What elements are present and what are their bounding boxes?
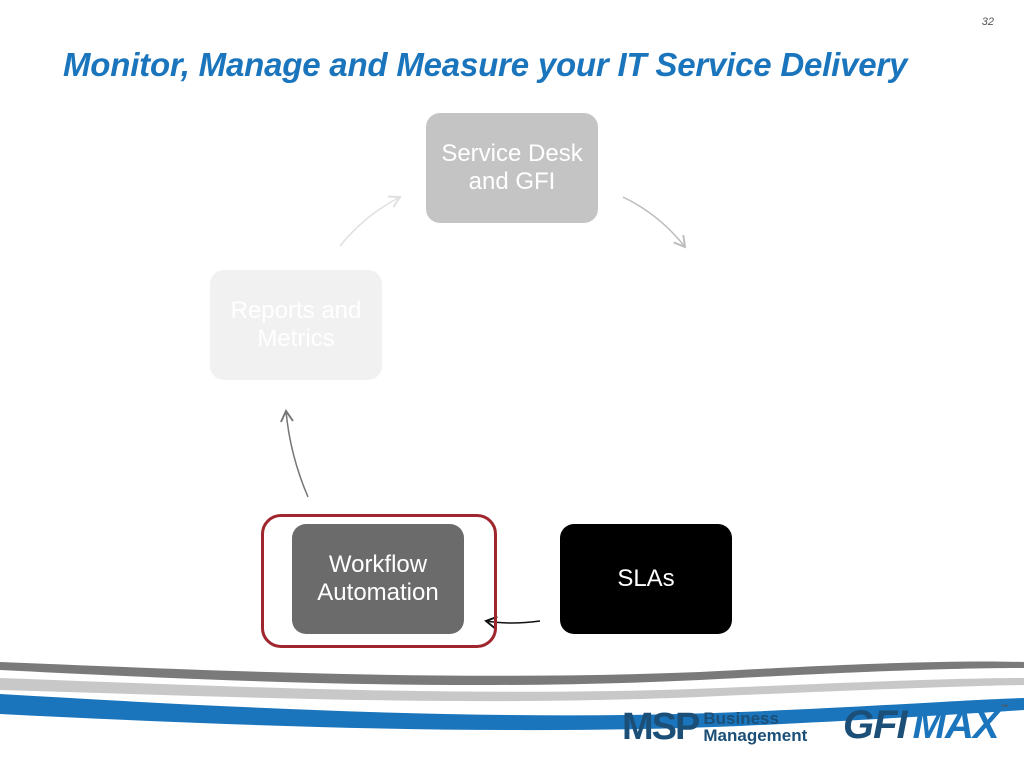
- msp-logo-subtitle: Business Management: [703, 710, 807, 744]
- slide-title: Monitor, Manage and Measure your IT Serv…: [63, 46, 908, 83]
- msp-business-management-logo: MSP Business Management: [622, 708, 807, 746]
- gfi-logo-text: GFI: [843, 703, 908, 747]
- page-number: 32: [981, 16, 994, 28]
- node-workflow-automation: Workflow Automation: [292, 524, 464, 634]
- node-reports-metrics: Reports and Metrics: [210, 270, 382, 380]
- arrow-workflow-to-reports: [280, 409, 309, 498]
- trademark-mark: ™: [1000, 703, 1009, 712]
- arrow-service-desk-to-next: [622, 196, 687, 249]
- footer-swoosh: [0, 661, 1024, 731]
- node-service-desk: Service Desk and GFI: [426, 113, 598, 223]
- msp-logo-line2: Management: [703, 726, 808, 745]
- msp-logo-mark: MSP: [622, 706, 700, 748]
- max-logo-text: MAX: [912, 703, 1000, 747]
- arrow-slas-to-workflow: [484, 615, 541, 630]
- arrow-reports-to-service-desk: [339, 195, 402, 247]
- msp-logo-line1: Business: [703, 709, 779, 728]
- node-slas: SLAs: [560, 524, 732, 634]
- highlight-ring: [261, 514, 497, 648]
